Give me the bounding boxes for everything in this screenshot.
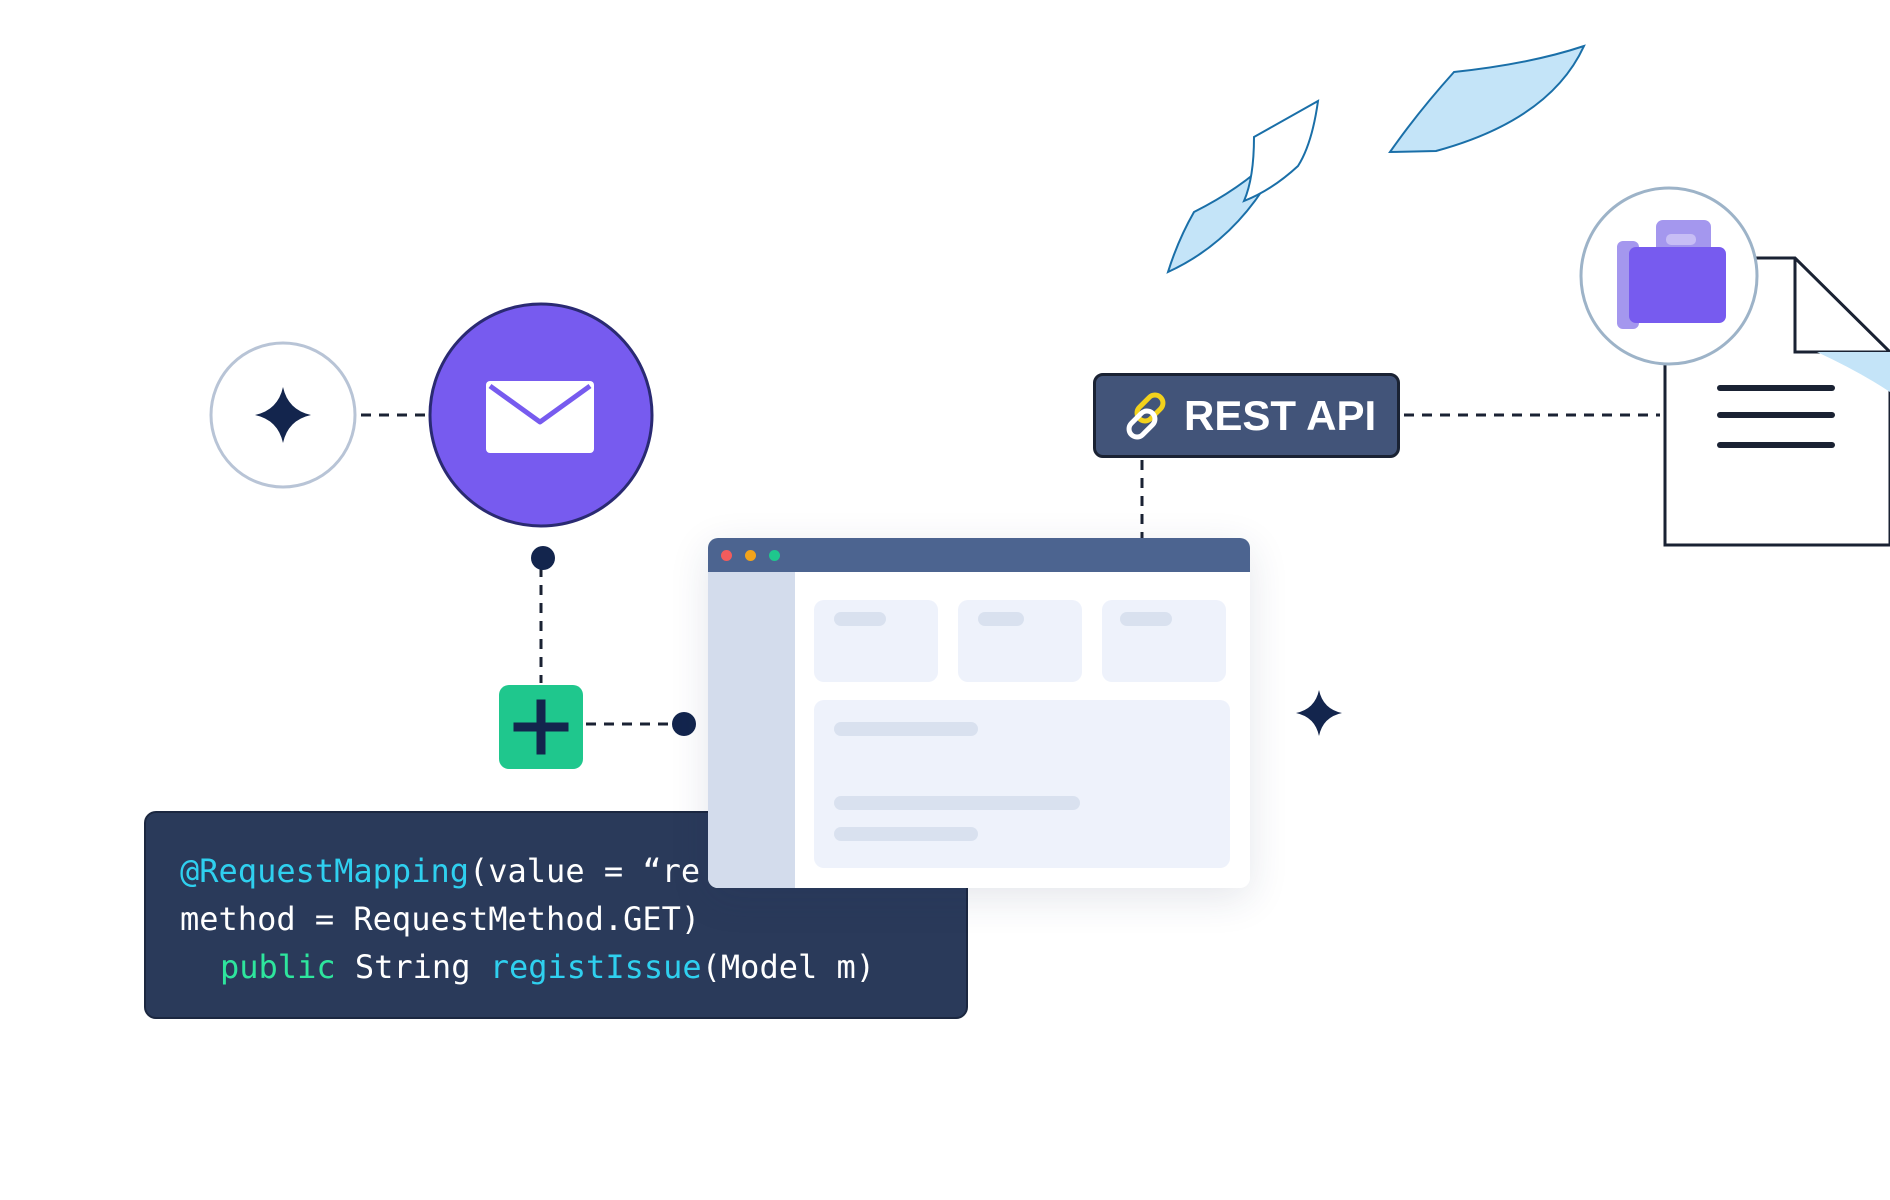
code-text: method = RequestMethod.GET) bbox=[180, 900, 701, 938]
browser-window-mockup bbox=[708, 538, 1250, 888]
flying-paper-left bbox=[1166, 99, 1320, 274]
placeholder-card bbox=[958, 600, 1082, 682]
code-text: (Model m) bbox=[701, 948, 876, 986]
code-annotation: @RequestMapping bbox=[180, 852, 469, 890]
browser-title-bar bbox=[708, 538, 1250, 572]
code-function: registIssue bbox=[489, 948, 702, 986]
code-text: (value = “re bbox=[468, 852, 701, 890]
envelope-icon bbox=[486, 381, 594, 453]
sparkle-icon bbox=[1296, 690, 1342, 736]
connector-dot-browser bbox=[672, 712, 696, 736]
rest-api-badge: REST API bbox=[1093, 373, 1400, 458]
placeholder-panel bbox=[814, 700, 1230, 868]
placeholder-line bbox=[834, 796, 1080, 810]
window-close-dot bbox=[721, 550, 732, 561]
placeholder-card bbox=[814, 600, 938, 682]
placeholder-line bbox=[834, 612, 886, 626]
rest-api-label: REST API bbox=[1184, 392, 1377, 439]
code-text: String bbox=[335, 948, 490, 986]
placeholder-line bbox=[978, 612, 1024, 626]
placeholder-line bbox=[834, 827, 978, 841]
code-line-2: method = RequestMethod.GET) bbox=[180, 895, 700, 943]
placeholder-line bbox=[1120, 612, 1172, 626]
plus-icon bbox=[513, 699, 569, 755]
flying-paper-right bbox=[1388, 44, 1586, 154]
placeholder-line bbox=[834, 722, 978, 736]
folder-icon bbox=[1617, 220, 1726, 329]
connector-dot-email bbox=[531, 546, 555, 570]
chain-link-icon bbox=[1126, 392, 1166, 440]
code-line-1: @RequestMapping(value = “re bbox=[180, 847, 700, 895]
placeholder-card bbox=[1102, 600, 1226, 682]
window-maximize-dot bbox=[769, 550, 780, 561]
window-minimize-dot bbox=[745, 550, 756, 561]
code-line-3: public String registIssue(Model m) bbox=[220, 943, 875, 991]
sparkle-icon bbox=[255, 387, 311, 443]
code-keyword: public bbox=[220, 948, 336, 986]
browser-sidebar-placeholder bbox=[708, 572, 795, 888]
